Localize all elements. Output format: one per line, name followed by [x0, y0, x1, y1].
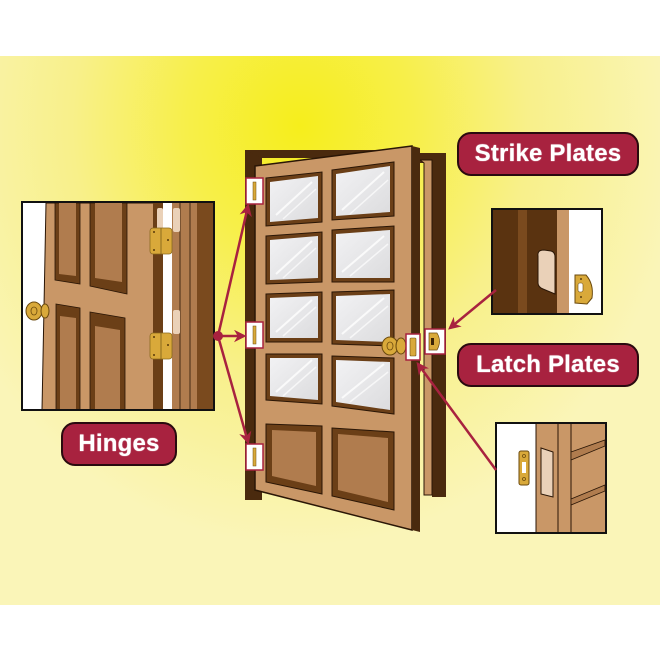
- hinges-label: Hinges: [61, 422, 177, 466]
- latch-plate-inset: [495, 422, 607, 534]
- latch-plates-label-text: Latch Plates: [476, 351, 620, 378]
- hinges-label-text: Hinges: [78, 430, 160, 457]
- top-hinge: [245, 177, 264, 205]
- middle-hinge: [245, 321, 264, 349]
- frame-strike-plate: [424, 328, 446, 355]
- latch-plates-label: Latch Plates: [457, 343, 639, 387]
- glass-panes: [265, 161, 395, 415]
- latch-plates-arrow: [416, 361, 498, 471]
- bottom-hinge: [245, 443, 264, 471]
- strike-plates-arrow: [448, 289, 497, 330]
- strike-plates-label-text: Strike Plates: [474, 140, 622, 167]
- hinges-arrows: [213, 203, 252, 445]
- strike-plates-label: Strike Plates: [457, 132, 639, 176]
- hinges-inset: [21, 201, 215, 411]
- bottom-panels: [265, 423, 395, 511]
- strike-plate-inset: [491, 208, 603, 315]
- door-edge-latch-plate: [405, 333, 421, 361]
- door-knob: [381, 336, 407, 356]
